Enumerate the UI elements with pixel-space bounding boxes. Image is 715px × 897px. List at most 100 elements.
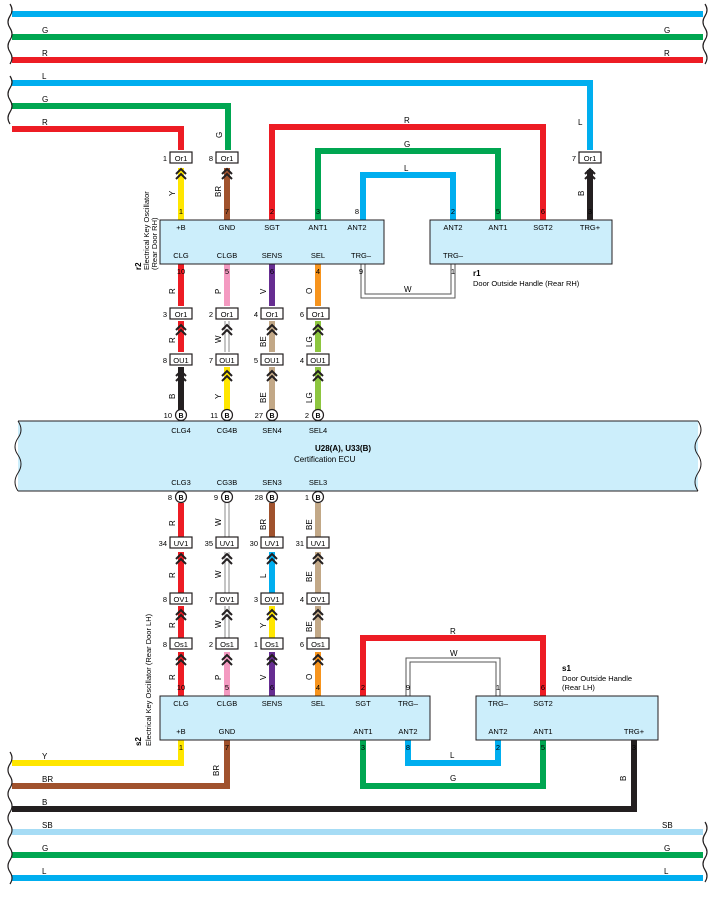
connector-pin-number: 8 bbox=[163, 356, 167, 365]
r2-bottom-pin-number: 6 bbox=[270, 267, 274, 276]
r2-bottom-pin-label: CLGB bbox=[217, 251, 237, 260]
r2-name: Electrical Key Oscillator bbox=[142, 191, 151, 270]
s2-bottom-pin-label: GND bbox=[219, 727, 236, 736]
ecu-pin-top bbox=[220, 408, 234, 422]
r1-top-pin-number: 3 bbox=[588, 207, 592, 216]
connector-pin-number: 34 bbox=[159, 539, 167, 548]
s2-name: Electrical Key Oscillator (Rear Door LH) bbox=[144, 613, 153, 746]
wire-code-o: O bbox=[305, 674, 314, 680]
r2-bottom-pin-label: CLG bbox=[173, 251, 189, 260]
r2-id: r2 bbox=[134, 262, 143, 270]
wire-code-br: BR bbox=[259, 519, 268, 530]
r2-bottom-pin-number: 10 bbox=[177, 267, 185, 276]
connector-label: UV1 bbox=[311, 539, 326, 548]
wire-code-v: V bbox=[259, 288, 268, 294]
s2-bottom-pin-number: 1 bbox=[179, 743, 183, 752]
wire-code-l: L bbox=[404, 164, 409, 173]
r2-top-pin-label: ANT1 bbox=[308, 223, 327, 232]
bus-wire-r-to-r2 bbox=[12, 126, 184, 150]
wire-code-sb: SB bbox=[42, 821, 53, 830]
r1-top-pin-label: ANT1 bbox=[488, 223, 507, 232]
wire-code-g: G bbox=[664, 844, 670, 853]
connector-label: Or1 bbox=[175, 310, 188, 319]
r2-top-pin-number: 2 bbox=[270, 207, 274, 216]
connector-pin-number: 2 bbox=[209, 640, 213, 649]
wire-code-w: W bbox=[404, 285, 412, 294]
wire-trg-w-lower bbox=[405, 657, 501, 696]
s2-top-pin-label: SENS bbox=[262, 699, 282, 708]
wire-code-r: R bbox=[168, 572, 177, 578]
connector-label: Or1 bbox=[175, 154, 188, 163]
r2-r1-antenna-wires: R G L W B bbox=[269, 116, 593, 299]
wire-code-r: R bbox=[168, 674, 177, 680]
s2-bottom-pin-number: 8 bbox=[406, 743, 410, 752]
ecu-connector-letter: B bbox=[315, 495, 320, 502]
ecu-connector-letter: B bbox=[224, 413, 229, 420]
connector-label: OU1 bbox=[219, 356, 234, 365]
r2-top-pin-label: SGT bbox=[264, 223, 280, 232]
wire-code-r: R bbox=[168, 520, 177, 526]
connector-pin-number: 1 bbox=[163, 154, 167, 163]
ecu-pin-number: 9 bbox=[214, 493, 218, 502]
s2-bottom-pin-number: 7 bbox=[225, 743, 229, 752]
bus-wire-g-to-r2 bbox=[12, 103, 231, 150]
s1-bottom-pin-label: TRG+ bbox=[624, 727, 645, 736]
wire-code-r: R bbox=[42, 49, 48, 58]
s1-top-pin-number: 6 bbox=[541, 683, 545, 692]
ecu-pin-label: CG4B bbox=[217, 426, 237, 435]
connector-label: OU1 bbox=[264, 356, 279, 365]
connector-pin-number: 6 bbox=[300, 640, 304, 649]
wire-code-g: G bbox=[664, 26, 670, 35]
r1-top-pin-number: 2 bbox=[451, 207, 455, 216]
ecu-pin-label: CLG3 bbox=[171, 478, 191, 487]
connector-pin-number: 1 bbox=[254, 640, 258, 649]
s2-bottom-pin-label: ANT1 bbox=[353, 727, 372, 736]
connector-Or1: Or1 3 bbox=[163, 307, 193, 336]
connector-pin-number: 8 bbox=[163, 595, 167, 604]
ecu-pin-number: 10 bbox=[164, 411, 172, 420]
r2-top-pin-number: 7 bbox=[225, 207, 229, 216]
r2-bottom-pin-number: 5 bbox=[225, 267, 229, 276]
connector-pin-number: 6 bbox=[300, 310, 304, 319]
ecu-pin-label: CLG4 bbox=[171, 426, 191, 435]
r2-bottom-pin-number: 4 bbox=[316, 267, 320, 276]
connector-label: OV1 bbox=[264, 595, 279, 604]
s2-s1-wires: R W L G bbox=[360, 627, 546, 789]
wire-code-g: G bbox=[404, 140, 410, 149]
ecu-connector-letter: B bbox=[224, 495, 229, 502]
wire-code-b: B bbox=[168, 394, 177, 399]
connector-pin-number: 35 bbox=[205, 539, 213, 548]
wire-code-y: Y bbox=[259, 622, 268, 628]
connector-label: UV1 bbox=[220, 539, 235, 548]
s1-id: s1 bbox=[562, 664, 571, 673]
wire-code-be: BE bbox=[305, 571, 314, 582]
s2-id: s2 bbox=[134, 737, 143, 746]
wire-code-w: W bbox=[214, 335, 223, 343]
wire-code-be: BE bbox=[305, 621, 314, 632]
r1-top-pin-label: SGT2 bbox=[533, 223, 553, 232]
ecu-pin-top bbox=[265, 408, 279, 422]
r2-ecu-wires: Y BR R P V O R W BE LG B Y BE LG bbox=[168, 168, 321, 410]
s1-name: Door Outside Handle bbox=[562, 674, 632, 683]
wire-code-r: R bbox=[42, 118, 48, 127]
certification-ecu: U28(A), U33(B) Certification ECU B10CLG4… bbox=[14, 408, 702, 504]
wire-code-be: BE bbox=[259, 336, 268, 347]
connector-pin-number: 3 bbox=[163, 310, 167, 319]
ecu-connector-letter: B bbox=[269, 495, 274, 502]
ecu-pin-label: SEN3 bbox=[262, 478, 282, 487]
r1-top-pin-number: 6 bbox=[541, 207, 545, 216]
connector-UV1: UV1 35 bbox=[205, 536, 239, 565]
bus-wire-y-bottom bbox=[12, 740, 184, 766]
connector-label: Or1 bbox=[221, 310, 234, 319]
ecu-pin-bottom bbox=[265, 490, 279, 504]
s1-top-pin-label: TRG– bbox=[488, 699, 509, 708]
ecu-pin-top bbox=[311, 408, 325, 422]
connector-label: OV1 bbox=[310, 595, 325, 604]
connector-pin-number: 8 bbox=[209, 154, 213, 163]
